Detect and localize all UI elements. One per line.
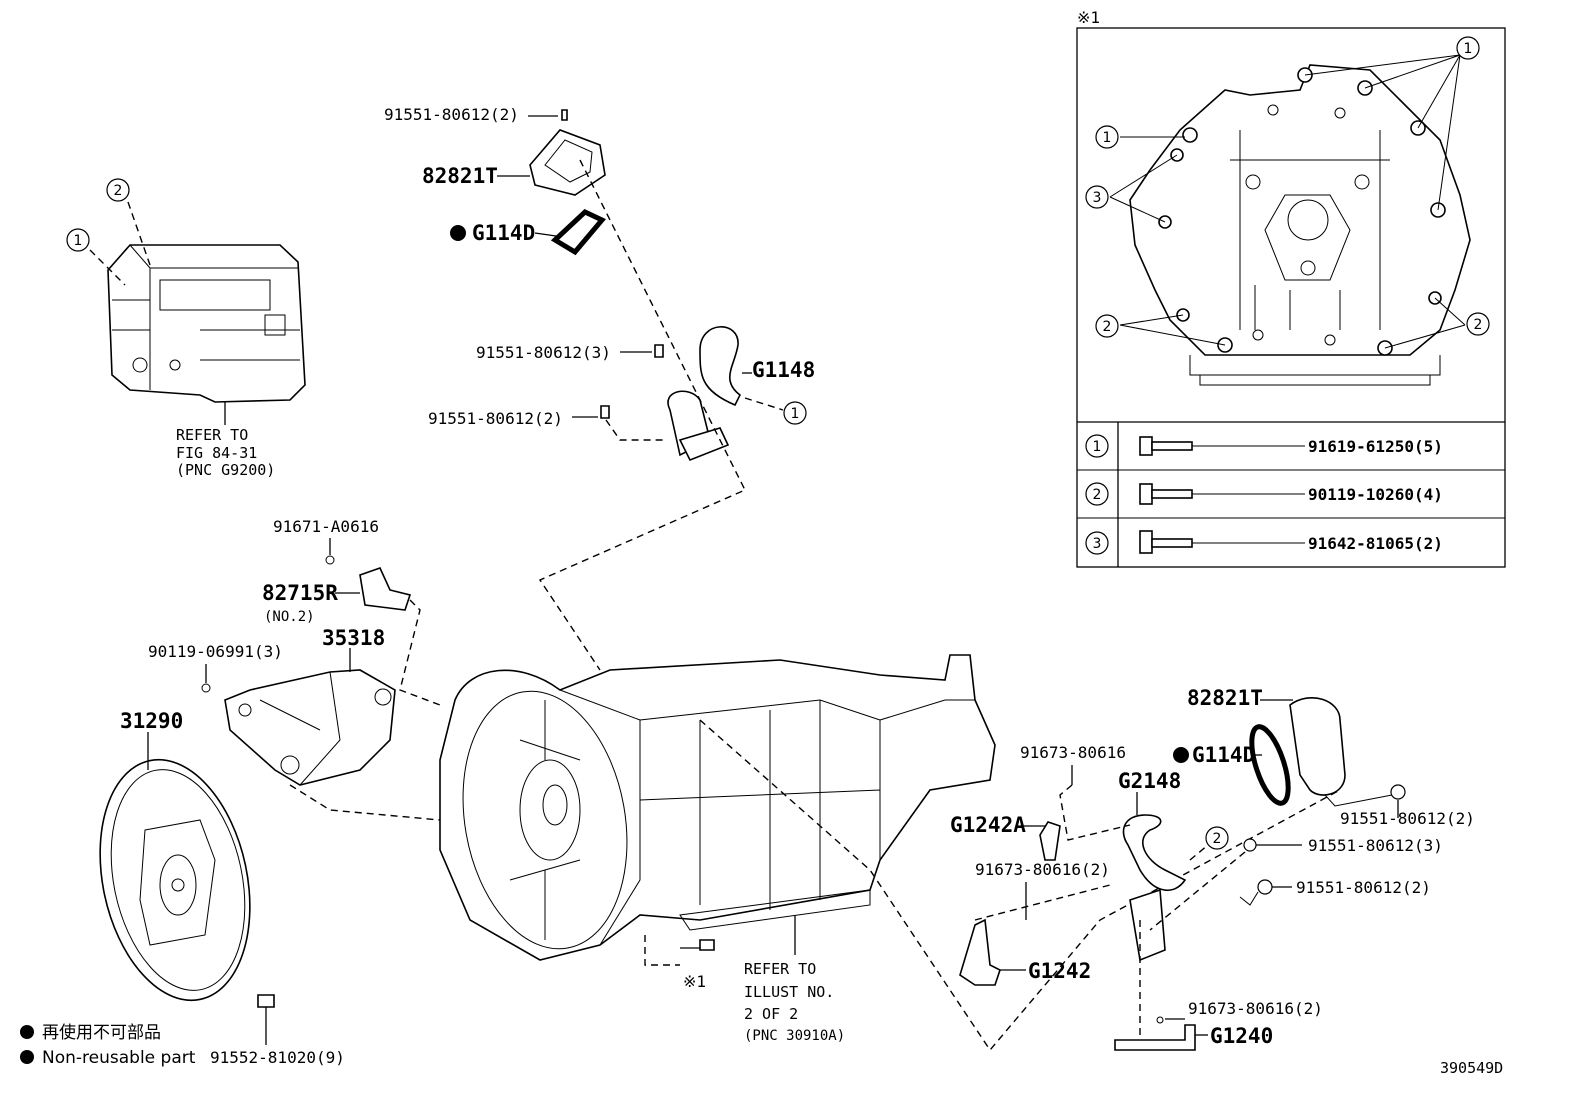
bracket-82715R-drawing (359, 567, 412, 611)
inset-bolt-row: 1 91619-61250(5) (1085, 434, 1443, 458)
flywheel-31290-drawing (99, 758, 251, 1002)
svg-text:2: 2 (1093, 487, 1102, 503)
svg-text:3: 3 (1093, 190, 1102, 206)
part-82821T-top: 82821T (422, 164, 498, 188)
transmission-assembly-drawing (439, 654, 996, 961)
callout-2-inverter: 2 (106, 178, 130, 202)
ref-mark-1: ※1 (683, 972, 706, 991)
inset-bolt-part: 90119-10260(4) (1308, 485, 1443, 504)
part-91551-80612-mid2: 91551-80612(2) (428, 409, 563, 428)
illust-ref-line2: ILLUST NO. (744, 983, 834, 1001)
part-91673-80616-c: 91673-80616(2) (1188, 999, 1323, 1018)
cover-82821T-top-drawing (529, 129, 606, 196)
inset-callout-1-top: 1 (1456, 36, 1480, 60)
part-91673-80616-b: 91673-80616(2) (975, 860, 1110, 879)
part-G1148: G1148 (752, 358, 815, 382)
svg-text:2: 2 (114, 183, 123, 199)
svg-text:1: 1 (1464, 41, 1473, 57)
part-G114D-right: G114D (1192, 743, 1255, 767)
inset-bolt-row: 3 91642-81065(2) (1085, 530, 1443, 555)
svg-text:1: 1 (1093, 439, 1102, 455)
bracket-G1242A-drawing (1039, 821, 1061, 861)
inset-callout-2-left: 2 (1095, 314, 1119, 338)
svg-text:2: 2 (1474, 317, 1483, 333)
inset-title: ※1 (1077, 8, 1100, 27)
harness-G2148-drawing (1122, 814, 1187, 892)
non-reusable-marker (1173, 747, 1189, 763)
inverter-ref-line3: (PNC G9200) (176, 461, 275, 479)
part-91552-81020: 91552-81020(9) (210, 1048, 345, 1067)
legend-marker (20, 1025, 34, 1039)
inverter-assembly-drawing (107, 244, 306, 403)
cover-82821T-right-drawing (1289, 696, 1346, 796)
bracket-G1242-drawing (959, 918, 1001, 986)
cover-35318-drawing (224, 669, 396, 786)
illust-ref-line4: (PNC 30910A) (744, 1028, 845, 1044)
callout-1-harness: 1 (783, 401, 807, 425)
inverter-ref-line1: REFER TO (176, 426, 248, 444)
legend-japanese: 再使用不可部品 (42, 1022, 161, 1043)
part-G114D-top: G114D (472, 221, 535, 245)
bolt-drawing (600, 405, 610, 419)
inset-bolt-part: 91642-81065(2) (1308, 534, 1443, 553)
svg-text:2: 2 (1103, 319, 1112, 335)
diagram-id: 390549D (1440, 1059, 1503, 1077)
part-91673-80616-a: 91673-80616 (1020, 743, 1126, 762)
part-G2148: G2148 (1118, 769, 1181, 793)
inset-callout-1-left: 1 (1095, 125, 1119, 149)
part-31290: 31290 (120, 709, 183, 733)
leader-line (89, 249, 126, 286)
svg-text:2: 2 (1213, 831, 1222, 847)
bolt-drawing (561, 109, 568, 121)
part-82715R-sub: (NO.2) (264, 609, 315, 625)
svg-text:1: 1 (1103, 130, 1112, 146)
callout-1-inverter: 1 (66, 228, 90, 252)
part-91671-A0616: 91671-A0616 (273, 517, 379, 536)
part-91551-80612-r2b: 91551-80612(2) (1296, 878, 1431, 897)
bolt-drawing (699, 939, 715, 951)
svg-text:1: 1 (791, 406, 800, 422)
part-91551-80612-r2a: 91551-80612(2) (1340, 809, 1475, 828)
bolt-drawing (654, 344, 664, 358)
legend-english: Non-reusable part (42, 1048, 196, 1068)
inverter-ref-line2: FIG 84-31 (176, 444, 257, 462)
assembly-dashed-line (538, 159, 746, 671)
harness-G1148-drawing (699, 326, 742, 407)
inset-bolt-row: 2 90119-10260(4) (1085, 482, 1443, 506)
part-35318: 35318 (322, 626, 385, 650)
part-91551-80612-top: 91551-80612(2) (384, 105, 519, 124)
legend: 再使用不可部品 Non-reusable part (20, 1022, 196, 1068)
bracket-G1240-drawing (1114, 1024, 1196, 1051)
non-reusable-marker (450, 225, 466, 241)
part-82821T-right: 82821T (1187, 686, 1263, 710)
svg-text:3: 3 (1093, 536, 1102, 552)
part-G1242A: G1242A (950, 813, 1026, 837)
svg-text:1: 1 (74, 233, 83, 249)
part-91551-80612-r3: 91551-80612(3) (1308, 836, 1443, 855)
inset-callout-3: 3 (1085, 185, 1109, 209)
callout-2-right: 2 (1205, 826, 1229, 850)
inset-panel: 1 1 3 2 2 1 91619-61250(5) 2 90119-10260… (1076, 27, 1506, 568)
illust-ref-line3: 2 OF 2 (744, 1005, 798, 1023)
part-91551-80612-mid3: 91551-80612(3) (476, 343, 611, 362)
illust-ref-line1: REFER TO (744, 960, 816, 978)
part-82715R: 82715R (262, 581, 338, 605)
part-G1242: G1242 (1028, 959, 1091, 983)
inset-bolt-part: 91619-61250(5) (1308, 437, 1443, 456)
part-G1240: G1240 (1210, 1024, 1273, 1048)
part-90119-06991: 90119-06991(3) (148, 642, 283, 661)
gasket-G114D-right-drawing (1249, 724, 1291, 806)
bolt-drawing (257, 994, 275, 1008)
legend-marker (20, 1050, 34, 1064)
inset-callout-2-right: 2 (1466, 312, 1490, 336)
gasket-G114D-top-drawing (550, 209, 607, 256)
